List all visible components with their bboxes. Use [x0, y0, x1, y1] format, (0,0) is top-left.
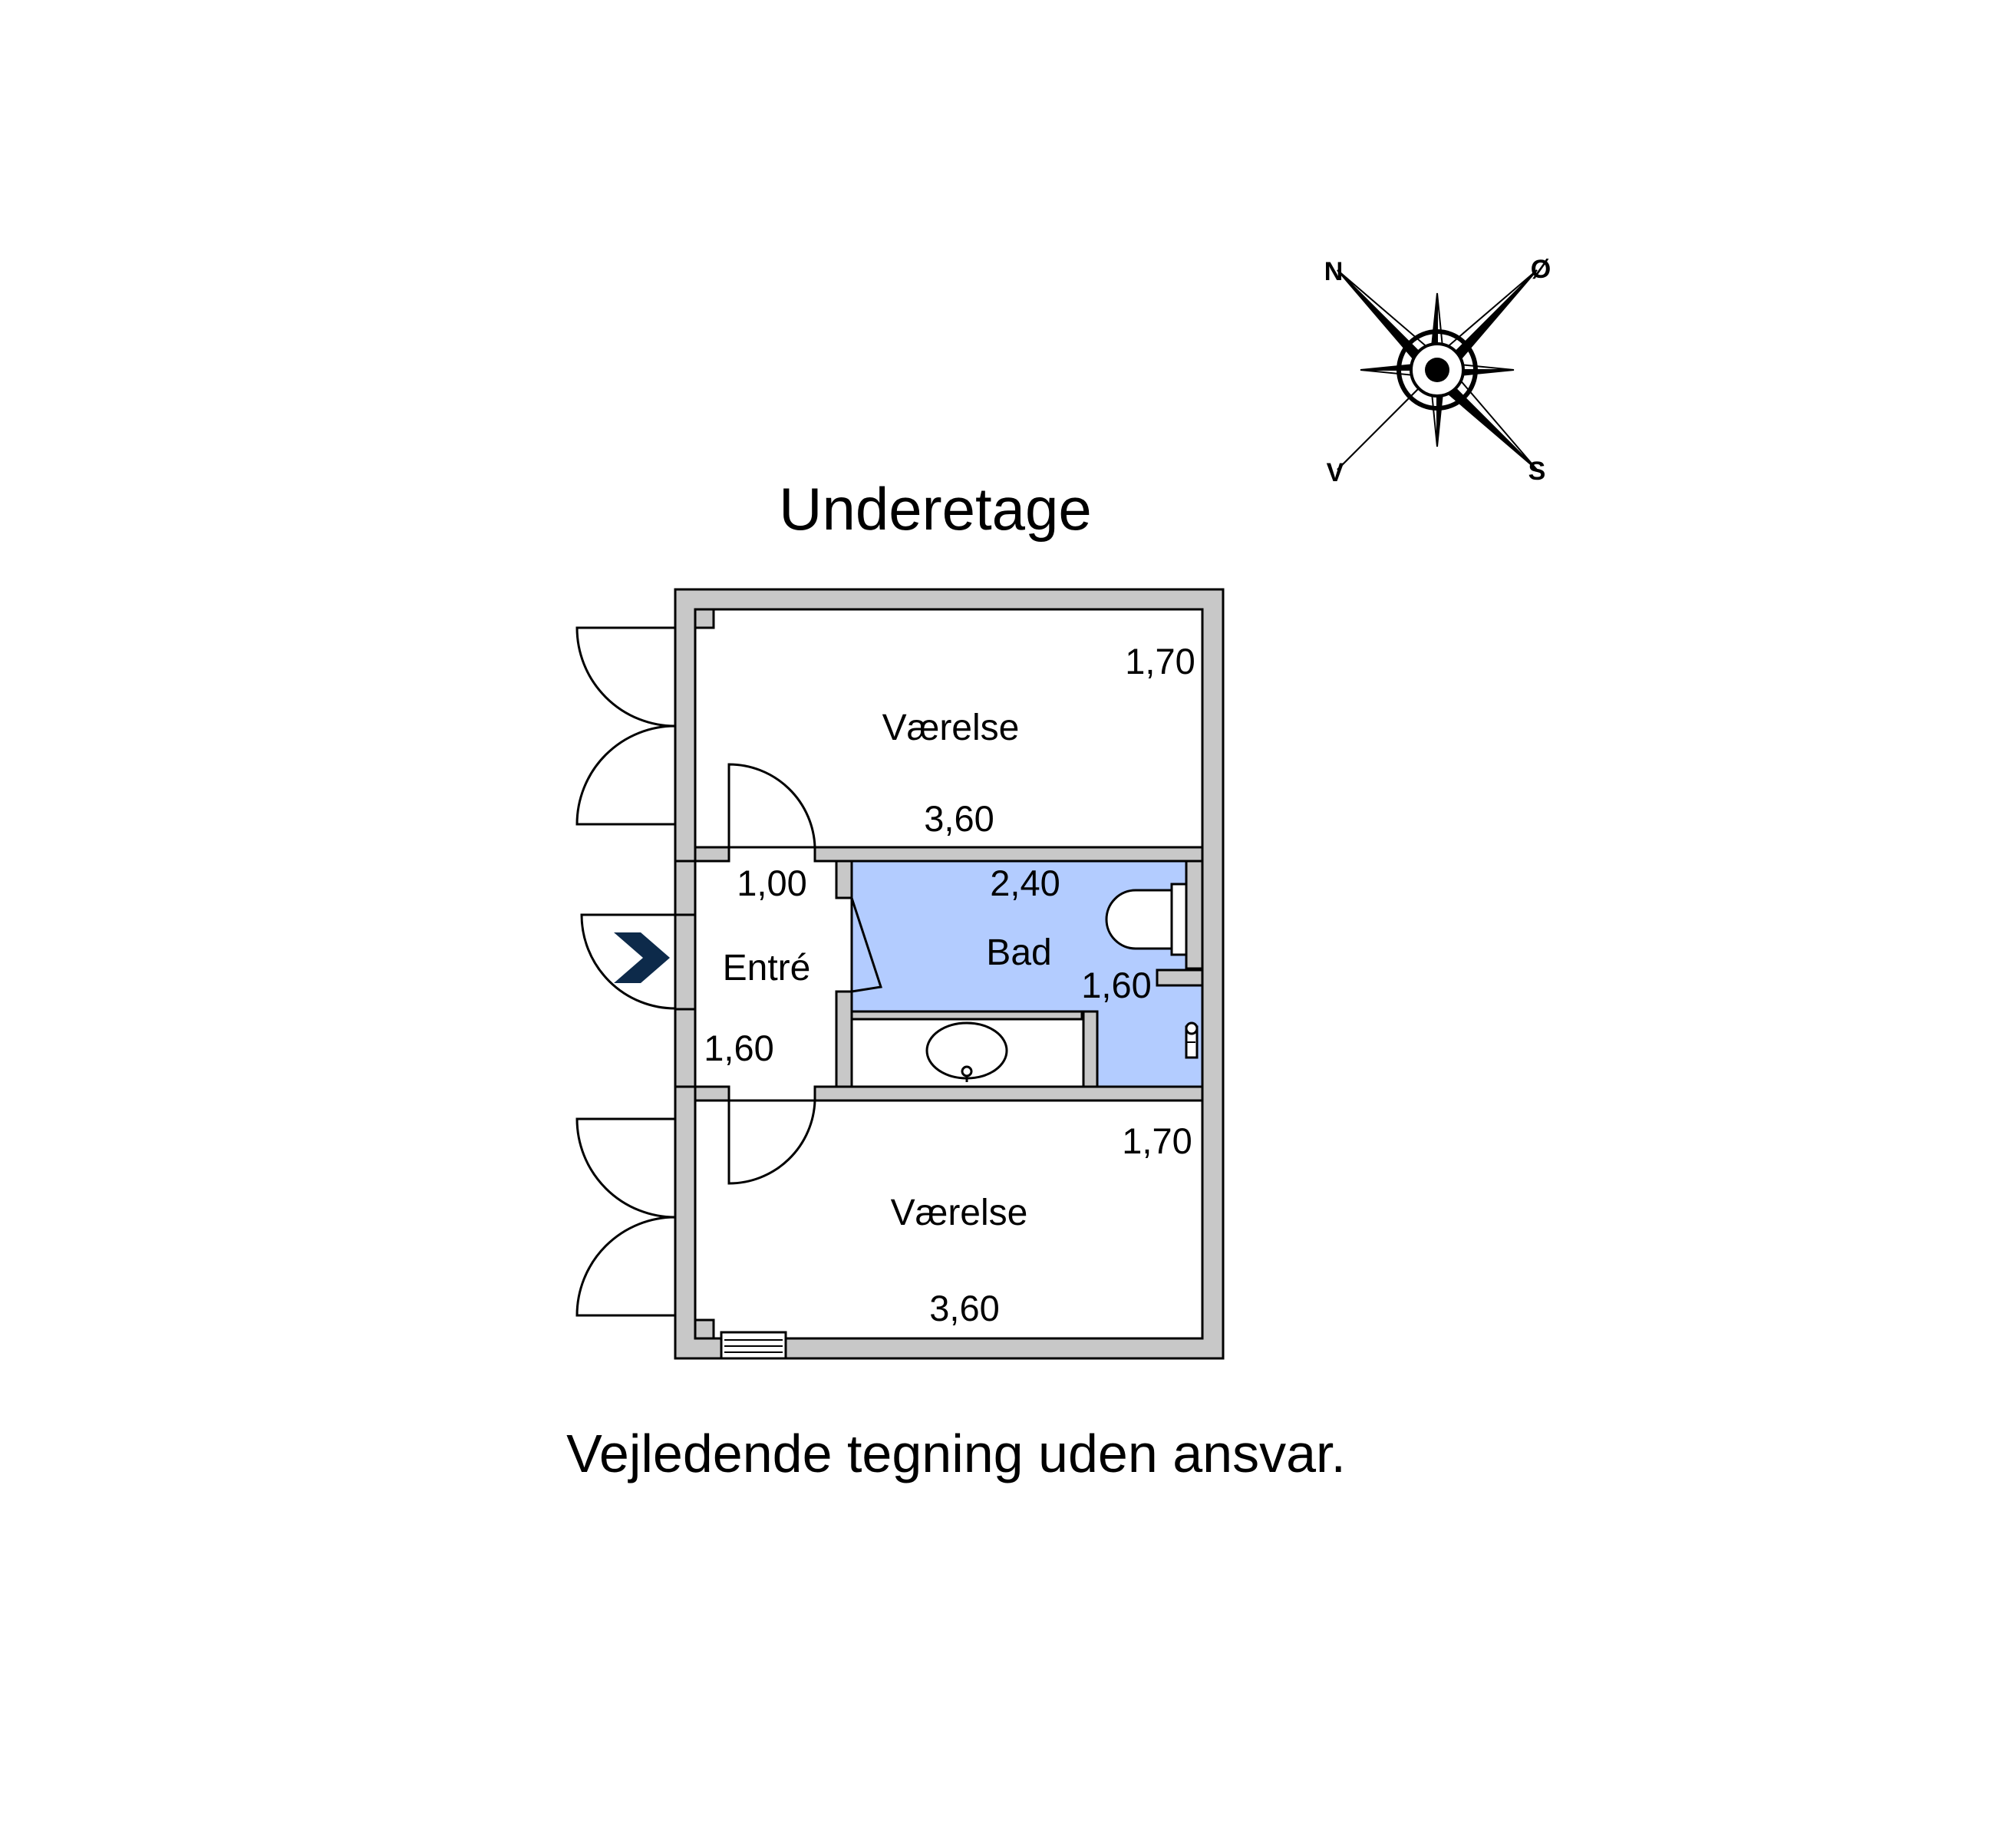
- tap-icon: [1185, 1021, 1199, 1059]
- notch-top-left: [694, 608, 715, 629]
- bottom-room-depth: 1,70: [1122, 1120, 1192, 1161]
- bathroom-name: Bad: [986, 932, 1051, 973]
- compass-north-label: N: [1324, 257, 1344, 286]
- compass-south-label: S: [1528, 457, 1546, 486]
- entry-name: Entré: [723, 948, 811, 988]
- bottom-room-door-2: [575, 1216, 677, 1317]
- wall-bottom-room-bath: [813, 1085, 1204, 1102]
- entry-arrow-icon: [614, 932, 670, 983]
- notch-bottom-left: [694, 1318, 715, 1340]
- bath-door: [850, 897, 882, 993]
- wall-bath-niche-side: [1082, 1010, 1099, 1088]
- wall-bottom-room-entry-left: [694, 1085, 730, 1102]
- washbasin-icon: [925, 1021, 1008, 1082]
- entry-width: 1,00: [737, 863, 806, 903]
- bathroom-width: 2,40: [990, 863, 1060, 903]
- toilet-icon: [1105, 883, 1188, 956]
- walls: [674, 588, 1225, 1360]
- bottom-room-name: Værelse: [891, 1193, 1028, 1233]
- bottom-room-door-1: [575, 1117, 677, 1219]
- wall-bath-toilet-post: [1185, 860, 1204, 970]
- doors: [575, 626, 882, 1317]
- compass-rose-icon: [1337, 269, 1538, 470]
- bottom-room-width: 3,60: [929, 1288, 999, 1328]
- top-room-width: 3,60: [924, 798, 994, 839]
- wall-top-room-bath: [813, 846, 1204, 863]
- floor-title: Underetage: [779, 475, 1092, 543]
- entry-top-room-door: [727, 763, 816, 849]
- wall-entry-bath-lower: [835, 990, 853, 1088]
- wall-top-room-entry-left: [694, 846, 730, 863]
- top-room-door-1: [575, 626, 677, 728]
- top-room-depth: 1,70: [1125, 641, 1195, 681]
- entrance-door: [580, 913, 677, 1010]
- wall-bath-right-nub: [1156, 969, 1204, 987]
- radiator-icon: [720, 1331, 787, 1360]
- entry-depth: 1,60: [704, 1028, 773, 1068]
- entry-bottom-room-door: [727, 1099, 816, 1185]
- entry-west-stub-bottom: [674, 1008, 697, 1088]
- bathroom-depth: 1,60: [1081, 965, 1151, 1005]
- compass-east-label: Ø: [1531, 255, 1551, 284]
- disclaimer: Vejledende tegning uden ansvar.: [566, 1424, 1346, 1483]
- entry-west-stub-top: [674, 860, 697, 916]
- top-room-door-2: [575, 724, 677, 826]
- compass-west-label: V: [1327, 458, 1344, 487]
- wall-entry-bath-upper: [835, 860, 853, 899]
- top-room-name: Værelse: [882, 708, 1020, 748]
